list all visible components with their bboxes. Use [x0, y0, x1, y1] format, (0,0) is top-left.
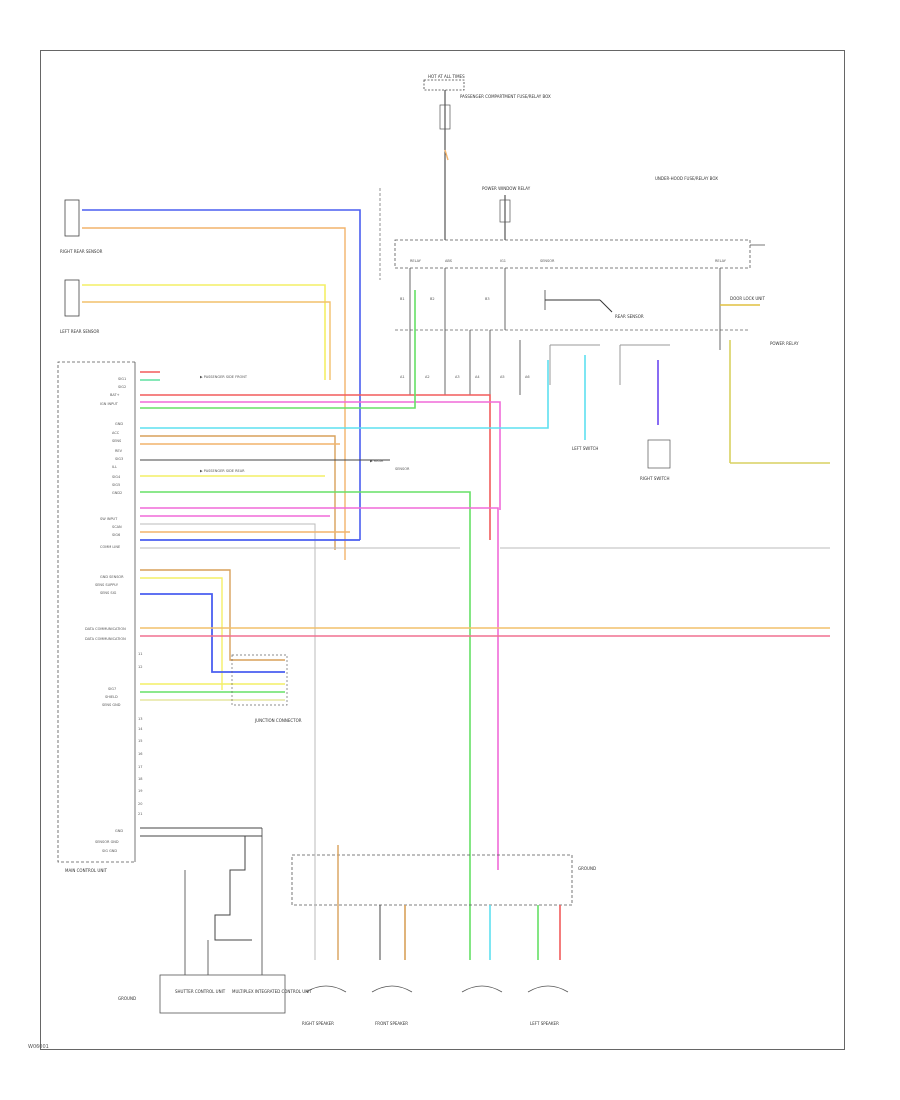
svg-text:A6: A6: [525, 375, 530, 379]
svg-text:GND: GND: [115, 422, 123, 426]
svg-text:RELAY: RELAY: [410, 259, 422, 263]
svg-text:SENS SUPPLY: SENS SUPPLY: [95, 583, 119, 587]
main-fuse-label: HOT AT ALL TIMES: [428, 74, 465, 79]
relay-right-label: POWER RELAY: [770, 341, 799, 346]
rear-sensor-right: REAR SENSOR DOOR LOCK UNIT: [545, 296, 765, 319]
svg-text:18: 18: [138, 777, 142, 781]
svg-text:SIG3: SIG3: [115, 457, 123, 461]
fuse-box-right-label: UNDER-HOOD FUSE/RELAY BOX: [655, 176, 718, 181]
svg-text:SHIELD: SHIELD: [105, 695, 118, 699]
svg-text:13: 13: [138, 717, 142, 721]
g2-label: GROUND: [578, 866, 596, 871]
svg-text:A3: A3: [455, 375, 460, 379]
fuse-a-block: POWER WINDOW RELAY: [482, 186, 531, 240]
svg-text:▶ REAR: ▶ REAR: [370, 459, 384, 463]
door-lock-label: DOOR LOCK UNIT: [730, 296, 765, 301]
svg-text:REV: REV: [115, 449, 123, 453]
svg-text:IGN INPUT: IGN INPUT: [100, 402, 119, 406]
svg-text:SIG GND: SIG GND: [102, 849, 117, 853]
lr-sensor-label: LEFT REAR SENSOR: [60, 329, 100, 334]
svg-text:21: 21: [138, 812, 142, 816]
junction-block: JUNCTION CONNECTOR: [231, 654, 302, 723]
svg-text:GND SENSOR: GND SENSOR: [100, 575, 124, 579]
sensor-rear-label: REAR SENSOR: [615, 314, 644, 319]
svg-text:A4: A4: [475, 375, 480, 379]
bus-ladder: [409, 268, 721, 395]
svg-text:GND: GND: [115, 829, 123, 833]
svg-text:SIG5: SIG5: [112, 483, 120, 487]
sw-right-block: RIGHT SWITCH: [640, 360, 671, 481]
svg-text:15: 15: [138, 739, 142, 743]
svg-text:19: 19: [138, 789, 142, 793]
junction-label: JUNCTION CONNECTOR: [254, 718, 302, 723]
svg-text:ILL: ILL: [112, 465, 117, 469]
right-rear-sensor: RIGHT REAR SENSOR: [60, 199, 103, 254]
svg-text:COMM LINE: COMM LINE: [100, 545, 120, 549]
rr-sensor-label: RIGHT REAR SENSOR: [60, 249, 103, 254]
fuse-a-label: POWER WINDOW RELAY: [482, 186, 531, 191]
diagram-frame: [40, 50, 845, 1050]
svg-text:DATA COMMUNICATION: DATA COMMUNICATION: [85, 627, 126, 631]
svg-text:SW INPUT: SW INPUT: [100, 517, 118, 521]
svg-text:A1: A1: [400, 375, 405, 379]
svg-text:▶ PASSENGER SIDE FRONT: ▶ PASSENGER SIDE FRONT: [200, 375, 248, 379]
svg-text:SIG1: SIG1: [118, 377, 126, 381]
svg-text:20: 20: [138, 802, 142, 806]
svg-text:DATA COMMUNICATION: DATA COMMUNICATION: [85, 637, 126, 641]
svg-text:11: 11: [138, 652, 142, 656]
svg-text:14: 14: [138, 727, 143, 731]
svg-text:B3: B3: [485, 297, 490, 301]
svg-text:IG1: IG1: [500, 259, 506, 263]
svg-text:ACC: ACC: [112, 431, 120, 435]
svg-text:SIG4: SIG4: [112, 475, 121, 479]
sw-left-label: LEFT SWITCH: [572, 446, 598, 451]
pin-labels: SIG1 SIG2 BAT+ IGN INPUT GND ACC SENS RE…: [85, 377, 126, 853]
control-unit: MAIN CONTROL UNIT: [57, 361, 136, 873]
bottom-module: SHUTTER CONTROL UNIT MULTIPLEX INTEGRATE…: [118, 827, 312, 1014]
sw-right-label: RIGHT SWITCH: [640, 476, 669, 481]
svg-text:SENSOR: SENSOR: [540, 259, 555, 263]
relay-bus-box: RELAY ABS IG1 SENSOR RELAY: [394, 239, 765, 331]
svg-text:ABS: ABS: [445, 259, 453, 263]
speaker-mid-label: FRONT SPEAKER: [375, 1021, 408, 1026]
svg-text:SIG6: SIG6: [112, 533, 120, 537]
svg-text:SCAN: SCAN: [112, 525, 122, 529]
fuse-box-label: PASSENGER COMPARTMENT FUSE/RELAY BOX: [460, 94, 551, 99]
lower-box-label: SHUTTER CONTROL UNIT: [175, 989, 226, 994]
svg-text:SENSOR: SENSOR: [395, 467, 410, 471]
svg-text:B2: B2: [430, 297, 435, 301]
svg-text:SENS GND: SENS GND: [102, 703, 121, 707]
g1-label: GROUND: [118, 996, 136, 1001]
main-fuse-block: HOT AT ALL TIMES PASSENGER COMPARTMENT F…: [423, 74, 551, 240]
page-code: W06001: [28, 1044, 49, 1050]
svg-text:A5: A5: [500, 375, 505, 379]
svg-text:SIG7: SIG7: [108, 687, 116, 691]
svg-text:B1: B1: [400, 297, 405, 301]
svg-text:SENSOR GND: SENSOR GND: [95, 840, 119, 844]
svg-text:BAT+: BAT+: [110, 393, 120, 397]
pin-numbers: 11 12 13 14 15 16 17 18 19 20 21: [138, 652, 143, 816]
speaker-box: GROUND: [291, 845, 596, 960]
svg-text:SENS SIG: SENS SIG: [100, 591, 117, 595]
control-unit-label: MAIN CONTROL UNIT: [65, 868, 108, 873]
speaker-right-label: RIGHT SPEAKER: [302, 1021, 334, 1026]
svg-text:17: 17: [138, 765, 142, 769]
svg-text:GND2: GND2: [112, 491, 122, 495]
left-rear-sensor: LEFT REAR SENSOR: [60, 279, 100, 334]
svg-text:12: 12: [138, 665, 142, 669]
svg-text:▶ PASSENGER SIDE REAR: ▶ PASSENGER SIDE REAR: [200, 469, 245, 473]
speakers-row: [305, 985, 569, 993]
speaker-left-label: LEFT SPEAKER: [530, 1021, 559, 1026]
svg-text:A2: A2: [425, 375, 430, 379]
svg-text:16: 16: [138, 752, 142, 756]
svg-text:RELAY: RELAY: [715, 259, 727, 263]
svg-text:SENS: SENS: [112, 439, 122, 443]
bottom-module-label: MULTIPLEX INTEGRATED CONTROL UNIT: [232, 989, 312, 994]
unit-wires: [140, 290, 830, 960]
svg-text:SIG2: SIG2: [118, 385, 126, 389]
